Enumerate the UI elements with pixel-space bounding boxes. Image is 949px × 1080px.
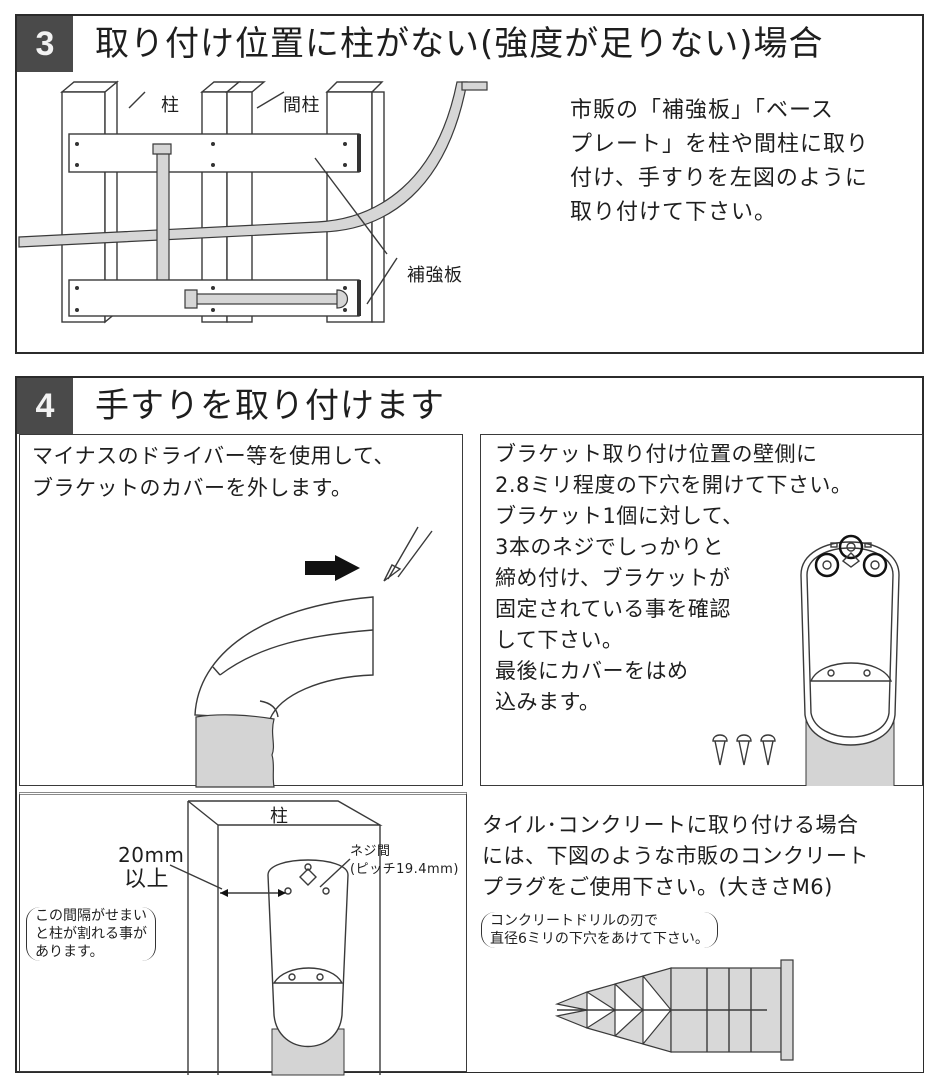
instruction-line: 最後にカバーをはめ bbox=[495, 659, 689, 683]
bracket-cover-illustration bbox=[194, 526, 433, 788]
instruction-line: ブラケット1個に対して、 bbox=[495, 504, 744, 528]
screw-pitch-value: (ピッチ19.4mm) bbox=[350, 862, 459, 877]
instruction-line: プラグをご使用下さい。(大きさM6) bbox=[482, 875, 833, 899]
section-4: 4 手すりを取り付けます マイナスのドライバー等を使用して、 ブラケットのカバー… bbox=[15, 376, 924, 1076]
bracket-front-illustration bbox=[712, 534, 900, 788]
instruction-line: 締め付け、ブラケットが bbox=[495, 566, 731, 590]
horizontal-handrail bbox=[186, 293, 340, 305]
section-4-header: 4 手すりを取り付けます bbox=[17, 378, 922, 434]
screwdriver-icon bbox=[383, 526, 433, 582]
warning-line: と柱が割れる事が bbox=[35, 926, 147, 942]
description-line: 市販の「補強板」「ベース bbox=[570, 98, 834, 123]
distance-qualifier: 以上 bbox=[124, 867, 170, 892]
description-line: プレート」を柱や間柱に取り bbox=[570, 132, 870, 157]
section-3-description: 市販の「補強板」「ベース プレート」を柱や間柱に取り 付け、手すりを左図のように… bbox=[570, 94, 915, 230]
reinforcement-plate-diagram bbox=[18, 80, 488, 324]
description-line: 取り付けて下さい。 bbox=[570, 200, 778, 225]
instruction-line: 2.8ミリ程度の下穴を開けて下さい。 bbox=[495, 473, 853, 497]
stud-label: 間柱 bbox=[283, 95, 320, 116]
instruction-line: には、下図のような市販のコンクリート bbox=[482, 844, 869, 868]
warning-line: あります。 bbox=[35, 944, 104, 960]
screw-icon bbox=[712, 734, 776, 766]
instruction-line: 固定されている事を確認 bbox=[495, 597, 731, 621]
screw-hole-markers bbox=[814, 534, 888, 578]
reinforcement-plate-label: 補強板 bbox=[407, 265, 463, 286]
panel-post-clearance: 柱 20mm 以上 ネジ間 (ピッチ19.4mm) この間隔がせまい と柱が割れ… bbox=[19, 792, 467, 1076]
arrow-left-icon bbox=[305, 555, 360, 581]
warning-note: この間隔がせまい と柱が割れる事が あります。 bbox=[26, 907, 156, 961]
post-clearance-illustration bbox=[169, 800, 383, 1076]
step-number-badge: 4 bbox=[17, 378, 73, 434]
instruction-line: 3本のネジでしっかりと bbox=[495, 535, 724, 559]
instruction-line: ブラケット取り付け位置の壁側に bbox=[495, 442, 818, 466]
post-label: 柱 bbox=[161, 95, 180, 116]
note-line: コンクリートドリルの刃で bbox=[490, 913, 658, 929]
distance-value: 20mm bbox=[118, 843, 185, 867]
drill-note: コンクリートドリルの刃で 直径6ミリの下穴をあけて下さい。 bbox=[481, 912, 718, 948]
step-number-badge: 3 bbox=[17, 16, 73, 72]
panel-concrete-plug: タイル･コンクリートに取り付ける場合 には、下図のような市販のコンクリート プラ… bbox=[467, 786, 923, 1072]
panel-fasten-screws: ブラケット取り付け位置の壁側に 2.8ミリ程度の下穴を開けて下さい。 ブラケット… bbox=[480, 434, 923, 788]
instruction-line: マイナスのドライバー等を使用して、 bbox=[32, 444, 395, 468]
instruction-line: タイル･コンクリートに取り付ける場合 bbox=[482, 813, 859, 837]
warning-line: この間隔がせまい bbox=[35, 908, 147, 924]
section-title: 取り付け位置に柱がない(強度が足りない)場合 bbox=[95, 24, 824, 64]
post-label: 柱 bbox=[270, 806, 289, 827]
instruction-line: ブラケットのカバーを外します。 bbox=[32, 476, 353, 500]
section-3: 3 取り付け位置に柱がない(強度が足りない)場合 bbox=[15, 14, 924, 354]
instruction-line: 込みます。 bbox=[495, 690, 601, 714]
concrete-plug-illustration bbox=[554, 959, 794, 1061]
instruction-line: して下さい。 bbox=[495, 628, 624, 652]
section-title: 手すりを取り付けます bbox=[95, 386, 445, 426]
screw-pitch-label: ネジ間 bbox=[350, 844, 391, 859]
description-line: 付け、手すりを左図のように bbox=[570, 166, 868, 191]
panel-remove-cover: マイナスのドライバー等を使用して、 ブラケットのカバーを外します。 bbox=[19, 434, 463, 788]
section-3-header: 3 取り付け位置に柱がない(強度が足りない)場合 bbox=[17, 16, 922, 72]
note-line: 直径6ミリの下穴をあけて下さい。 bbox=[490, 931, 709, 947]
vertical-handrail bbox=[156, 147, 170, 293]
